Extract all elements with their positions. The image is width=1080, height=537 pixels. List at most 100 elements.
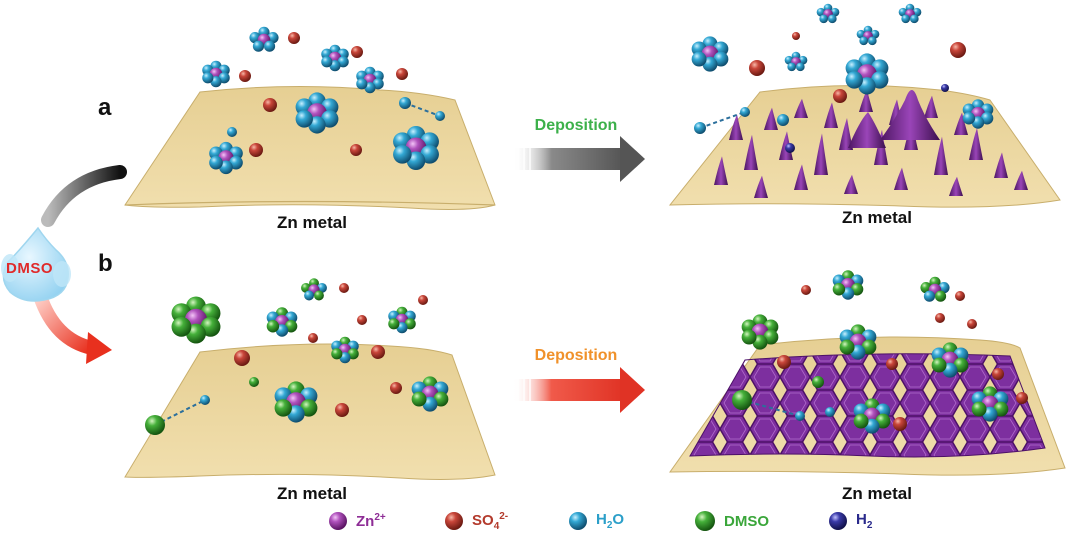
h2o-sphere — [263, 40, 276, 52]
so4-sphere — [357, 315, 367, 325]
dmso-sphere — [832, 283, 846, 296]
ions-a-right — [691, 3, 994, 153]
h2o-sphere — [209, 155, 223, 170]
solvated-zn-cluster — [691, 36, 729, 72]
zn-metal-label-a-right: Zn metal — [842, 208, 912, 227]
solvated-zn-cluster — [971, 386, 1009, 422]
solvated-zn-cluster — [321, 44, 349, 72]
so4-sphere — [339, 283, 349, 293]
solvated-zn-cluster — [853, 398, 891, 434]
zn-dendrite — [814, 133, 828, 175]
solvated-zn-cluster — [898, 3, 922, 24]
legend-h2o-subscript: 2 — [606, 520, 613, 531]
zn-dendrite — [969, 128, 983, 160]
h2o-sphere — [909, 14, 919, 24]
zn-dendrite — [794, 98, 808, 118]
so4-sphere — [350, 144, 362, 156]
zn-dendrite — [729, 114, 743, 140]
dmso-sphere — [934, 290, 947, 302]
legend-dmso: DMSO — [694, 509, 769, 533]
dmso-sphere — [249, 377, 259, 387]
legend-h2o-h: H — [596, 511, 607, 528]
solvated-zn-cluster — [962, 99, 994, 129]
dmso-sphere — [812, 376, 824, 388]
h2o-sphere — [435, 111, 445, 121]
solvated-zn-cluster — [171, 296, 221, 344]
solvated-zn-cluster — [266, 307, 298, 337]
h2o-sphere — [393, 145, 412, 164]
zn-dendrite-large — [848, 112, 886, 148]
h2o-sphere — [901, 14, 911, 24]
zn-dendrite — [714, 156, 728, 185]
h2o-sphere — [691, 51, 707, 67]
hydrogen-bond-line — [699, 111, 746, 129]
dmso-sphere — [274, 399, 292, 417]
so4-sphere — [992, 368, 1004, 380]
h2o-sphere — [694, 122, 706, 134]
solvated-zn-cluster — [845, 53, 889, 95]
water-sphere-icon — [569, 512, 587, 530]
panel-b-right — [669, 270, 1066, 476]
panel-a-left — [124, 26, 496, 210]
zn-dendrite — [859, 89, 873, 112]
legend-zn-text: Zn — [356, 513, 375, 530]
h2o-sphere — [827, 14, 837, 24]
so4-sphere — [239, 70, 251, 82]
so4-sphere — [396, 68, 408, 80]
zn-dendrite — [954, 112, 968, 135]
solvated-zn-cluster — [295, 92, 339, 134]
h2o-sphere — [200, 395, 210, 405]
solvated-zn-cluster — [274, 381, 318, 423]
so4-sphere — [335, 403, 349, 417]
h2o-sphere — [819, 14, 829, 24]
zn-dendrite — [924, 95, 938, 118]
so4-sphere — [234, 350, 250, 366]
h2o-sphere — [777, 114, 789, 126]
panel-label-a: a — [98, 94, 112, 121]
zn-dendrite — [839, 118, 853, 150]
dmso-sphere — [971, 401, 987, 417]
deposition-label-a: Deposition — [534, 117, 618, 134]
so4-sphere — [893, 417, 907, 431]
zn-dendrite — [754, 175, 768, 198]
h2o-sphere — [787, 62, 797, 72]
h2o-sphere — [795, 62, 805, 72]
h2o-sphere — [845, 71, 863, 89]
h2o-sphere — [825, 407, 835, 417]
dmso-addition-path — [1, 165, 127, 364]
legend-water: H2O — [568, 509, 624, 533]
so4-sphere — [955, 291, 965, 301]
h2-sphere — [785, 143, 795, 153]
h2o-sphere — [740, 107, 750, 117]
so4-sphere — [792, 32, 800, 40]
zn-metal-label-b-left: Zn metal — [277, 484, 347, 503]
so4-sphere — [801, 285, 811, 295]
zn-dendrite — [764, 107, 778, 130]
dmso-sphere — [839, 339, 855, 355]
so4-sphere — [1016, 392, 1028, 404]
dmso-sphere — [931, 357, 947, 373]
h2o-sphere — [321, 56, 333, 68]
legend-so4-text: SO — [472, 511, 494, 529]
dmso-sphere — [732, 390, 752, 410]
legend-so4-subscript: 4 — [493, 520, 500, 532]
solvated-zn-cluster — [856, 25, 880, 46]
so4-sphere — [418, 295, 428, 305]
legend-h2-subscript: 2 — [866, 520, 873, 531]
ions-b-right — [732, 270, 1028, 434]
solvated-zn-cluster — [202, 60, 230, 88]
so4-sphere — [351, 46, 363, 58]
panel-b-left — [124, 278, 496, 480]
solvated-zn-cluster — [388, 306, 416, 334]
zn-metal-surface — [124, 85, 496, 210]
solvated-zn-cluster — [249, 26, 279, 52]
h2o-sphere — [356, 78, 368, 90]
legend-sulfate-ion: SO42- — [444, 509, 508, 533]
dmso-additive-label: DMSO — [6, 260, 53, 277]
solvated-zn-cluster — [741, 314, 779, 350]
solvated-zn-cluster — [839, 324, 877, 360]
so4-sphere — [288, 32, 300, 44]
dmso-sphere — [266, 320, 280, 333]
zn-dendrite — [894, 167, 908, 190]
